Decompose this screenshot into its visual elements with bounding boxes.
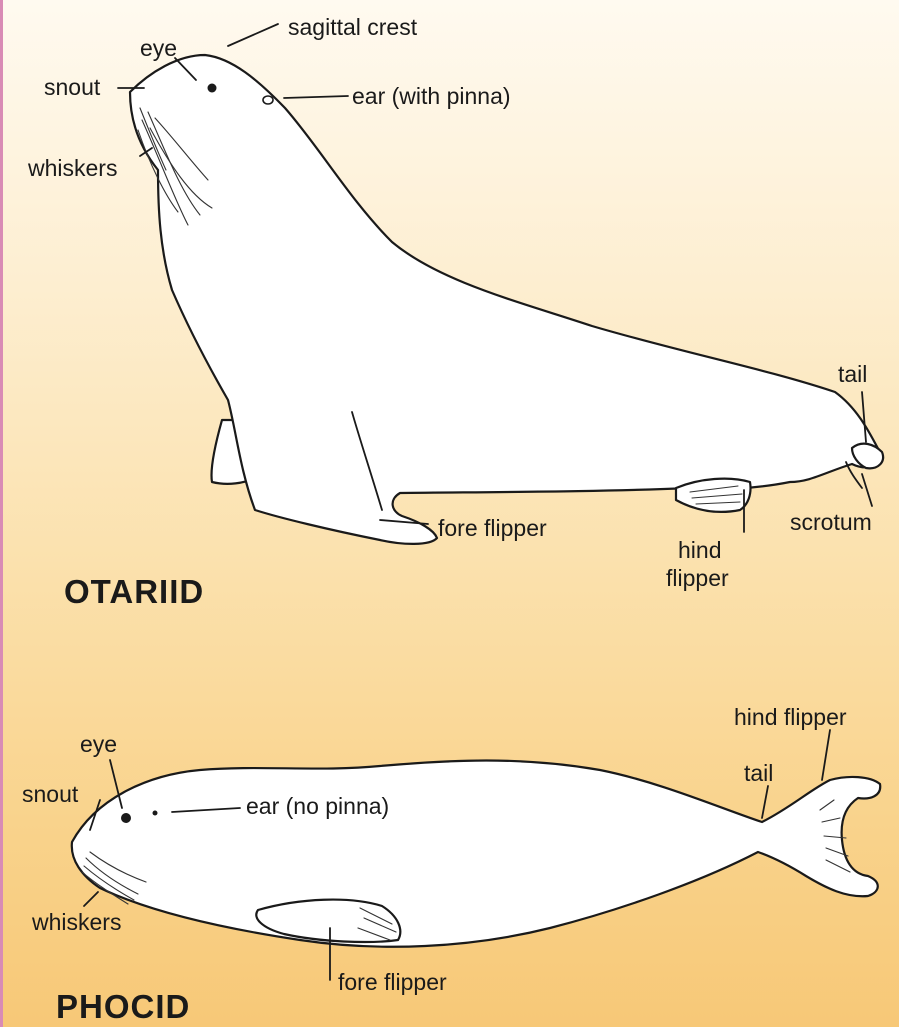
label-otariid-eye: eye xyxy=(140,35,177,61)
otariid-body xyxy=(130,55,883,544)
phocid-body xyxy=(72,761,880,947)
phocid-whiskers-leader xyxy=(84,892,98,906)
label-otariid-fore-flipper: fore flipper xyxy=(438,515,547,541)
label-sagittal-crest: sagittal crest xyxy=(288,14,418,40)
label-phocid-ear: ear (no pinna) xyxy=(246,793,389,819)
label-phocid-snout: snout xyxy=(22,781,79,807)
label-otariid-scrotum: scrotum xyxy=(790,509,872,535)
label-phocid-tail: tail xyxy=(744,760,773,786)
label-otariid-ear: ear (with pinna) xyxy=(352,83,511,109)
phocid-figure: hind flipper eye tail snout ear (no pinn… xyxy=(22,704,880,1025)
label-phocid-fore-flipper: fore flipper xyxy=(338,969,447,995)
otariid-ear-leader xyxy=(284,96,348,98)
phocid-hind-flipper-leader xyxy=(822,730,830,780)
label-phocid-eye: eye xyxy=(80,731,117,757)
label-phocid-whiskers: whiskers xyxy=(31,909,121,935)
label-otariid-snout: snout xyxy=(44,74,101,100)
phocid-eye xyxy=(121,813,131,823)
phocid-title: PHOCID xyxy=(56,988,190,1025)
otariid-sagittal-crest-leader xyxy=(228,24,278,46)
otariid-scrotum-leader xyxy=(862,474,872,506)
label-otariid-whiskers: whiskers xyxy=(27,155,117,181)
label-otariid-tail: tail xyxy=(838,361,867,387)
phocid-tail-leader xyxy=(762,786,768,818)
label-otariid-hind-flipper-line1: hind xyxy=(678,537,721,563)
otariid-eye xyxy=(208,84,217,93)
label-phocid-hind-flipper: hind flipper xyxy=(734,704,847,730)
otariid-hind-flipper xyxy=(676,479,751,512)
phocid-ear-hole xyxy=(153,811,158,816)
otariid-figure: sagittal crest eye snout ear (with pinna… xyxy=(27,14,883,610)
otariid-title: OTARIID xyxy=(64,573,204,610)
label-otariid-hind-flipper-line2: flipper xyxy=(666,565,729,591)
